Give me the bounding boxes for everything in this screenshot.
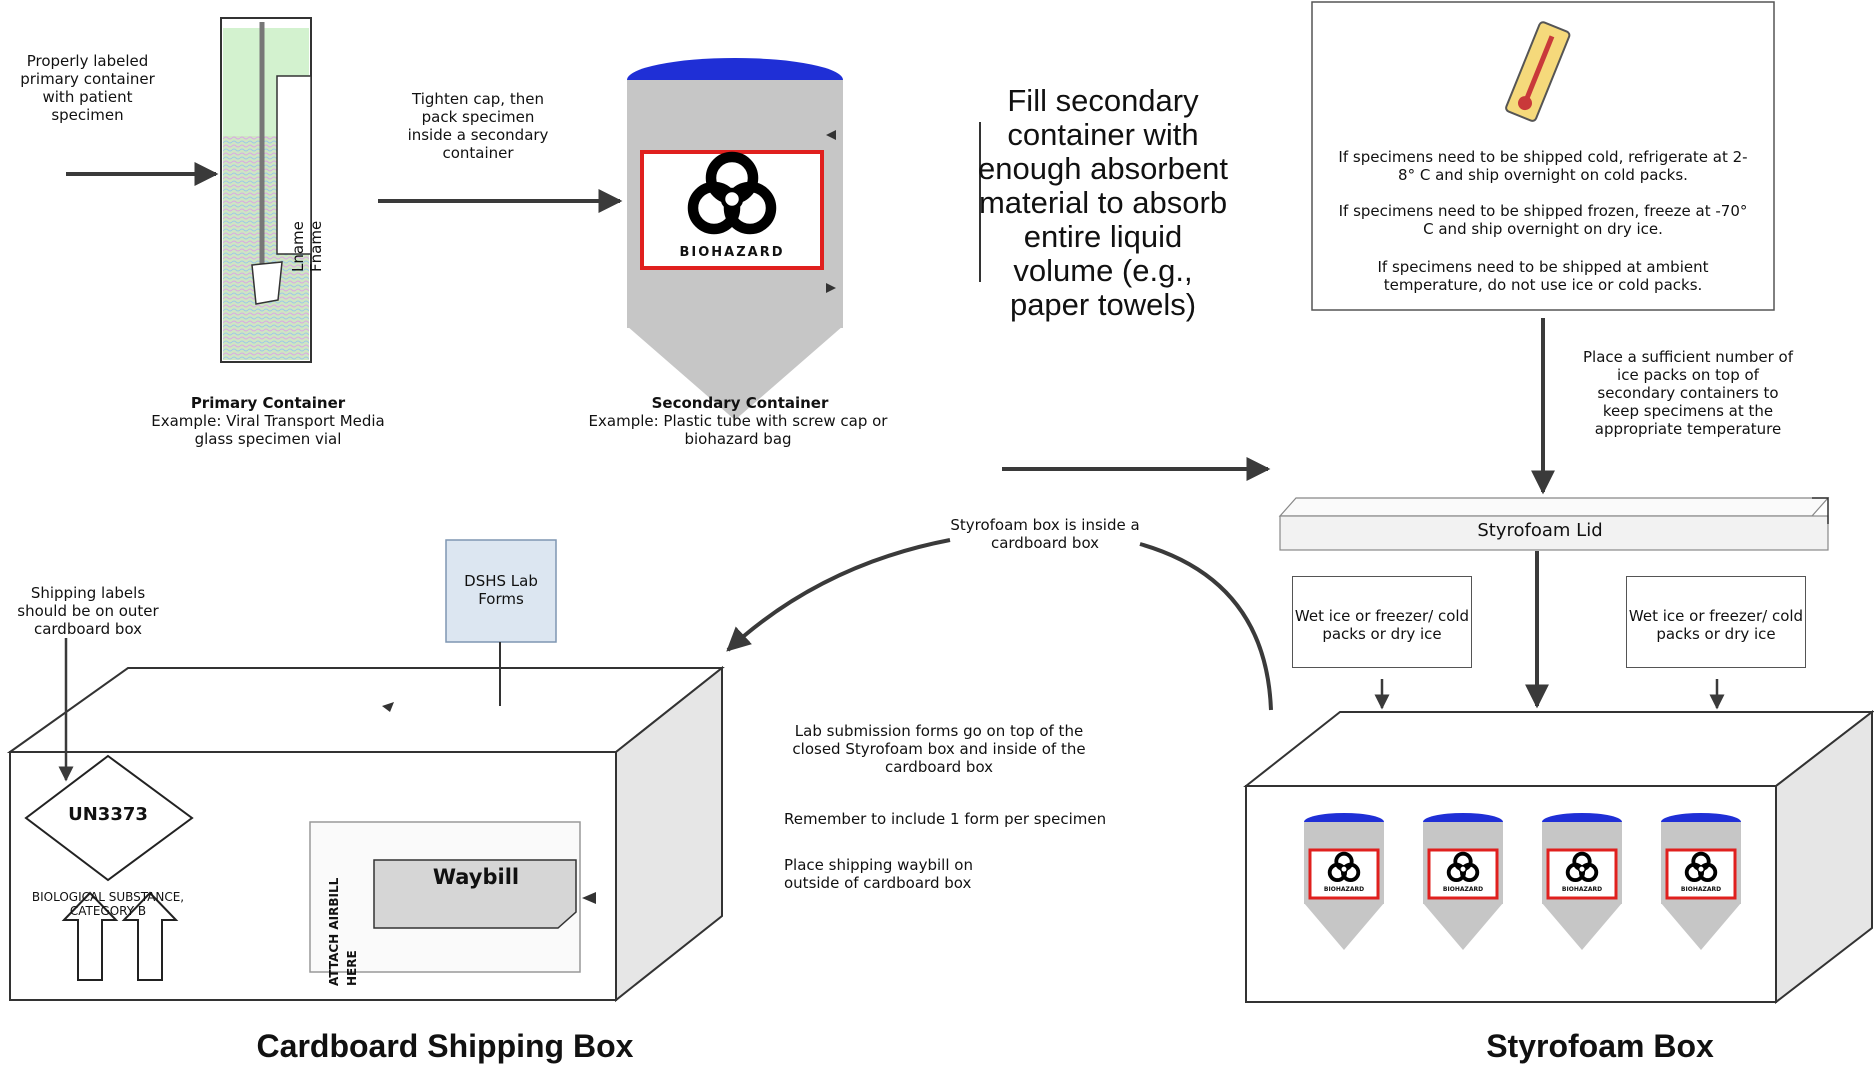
styrofoam-specimen-tubes xyxy=(1304,813,1741,950)
up-arrow-icon xyxy=(61,891,119,981)
biological-substance: BIOLOGICAL SUBSTANCE, CATEGORY B xyxy=(31,890,185,918)
specimen-tube xyxy=(1304,813,1384,950)
styrofoam-lid-shape xyxy=(1278,497,1830,551)
curved-arrow-left xyxy=(726,538,951,652)
waybill-doc xyxy=(373,859,577,929)
curved-arrow-right xyxy=(1139,542,1273,711)
shipping-label-note: Shipping labels should be on outer cardb… xyxy=(17,584,159,638)
attach-airbill: ATTACH AIRBILL HERE xyxy=(327,877,359,986)
specimen-tube xyxy=(1423,813,1503,950)
ice-pack-note: Place a sufficient number of ice packs o… xyxy=(1583,348,1793,438)
waybill-note: Place shipping waybill on outside of car… xyxy=(784,856,973,892)
primary-example: Example: Viral Transport Media glass spe… xyxy=(151,412,385,448)
styrofoam-in-cardboard: Styrofoam box is inside a cardboard box xyxy=(950,516,1140,552)
waybill-label: Waybill xyxy=(432,865,520,889)
secondary-title: Secondary Container xyxy=(651,394,829,412)
secondary-container xyxy=(627,58,843,420)
styrofoam-box-title: Styrofoam Box xyxy=(1486,1028,1714,1064)
tube-biohazard-label: BIOHAZARD xyxy=(1323,886,1365,893)
left-coolant-box: Wet ice or freezer/ cold packs or dry ic… xyxy=(1292,576,1472,668)
temp-frozen: If specimens need to be shipped frozen, … xyxy=(1338,202,1748,238)
tube-biohazard-label: BIOHAZARD xyxy=(1442,886,1484,893)
dshs-forms-label: DSHS Lab Forms xyxy=(464,572,538,608)
secondary-example: Example: Plastic tube with screw cap or … xyxy=(588,412,888,448)
primary-container xyxy=(220,17,312,363)
tube-biohazard-label: BIOHAZARD xyxy=(1680,886,1722,893)
un-diamond xyxy=(24,754,194,882)
un-code: UN3373 xyxy=(68,804,148,825)
tube-biohazard-label: BIOHAZARD xyxy=(1561,886,1603,893)
one-form-note: Remember to include 1 form per specimen xyxy=(784,810,1107,828)
primary-title: Primary Container xyxy=(190,394,346,412)
specimen-tube xyxy=(1661,813,1741,950)
temp-cold: If specimens need to be shipped cold, re… xyxy=(1338,148,1748,184)
thermometer-icon xyxy=(1505,21,1571,122)
secondary-step-note: Tighten cap, then pack specimen inside a… xyxy=(407,90,549,162)
lab-forms-note: Lab submission forms go on top of the cl… xyxy=(792,722,1086,776)
up-arrow-icon xyxy=(121,891,179,981)
styrofoam-lid-label: Styrofoam Lid xyxy=(1477,520,1603,541)
dshs-forms-tag xyxy=(445,539,557,643)
fill-instruction: Fill secondary container with enough abs… xyxy=(978,83,1228,322)
cardboard-box-title: Cardboard Shipping Box xyxy=(256,1028,634,1064)
biohazard-label: BIOHAZARD xyxy=(679,245,785,260)
vial-label: Lname Fname xyxy=(289,220,325,272)
right-coolant-box: Wet ice or freezer/ cold packs or dry ic… xyxy=(1626,576,1806,668)
specimen-tube xyxy=(1542,813,1622,950)
temp-ambient: If specimens need to be shipped at ambie… xyxy=(1377,258,1709,294)
primary-label-note: Properly labeled primary container with … xyxy=(20,52,155,124)
